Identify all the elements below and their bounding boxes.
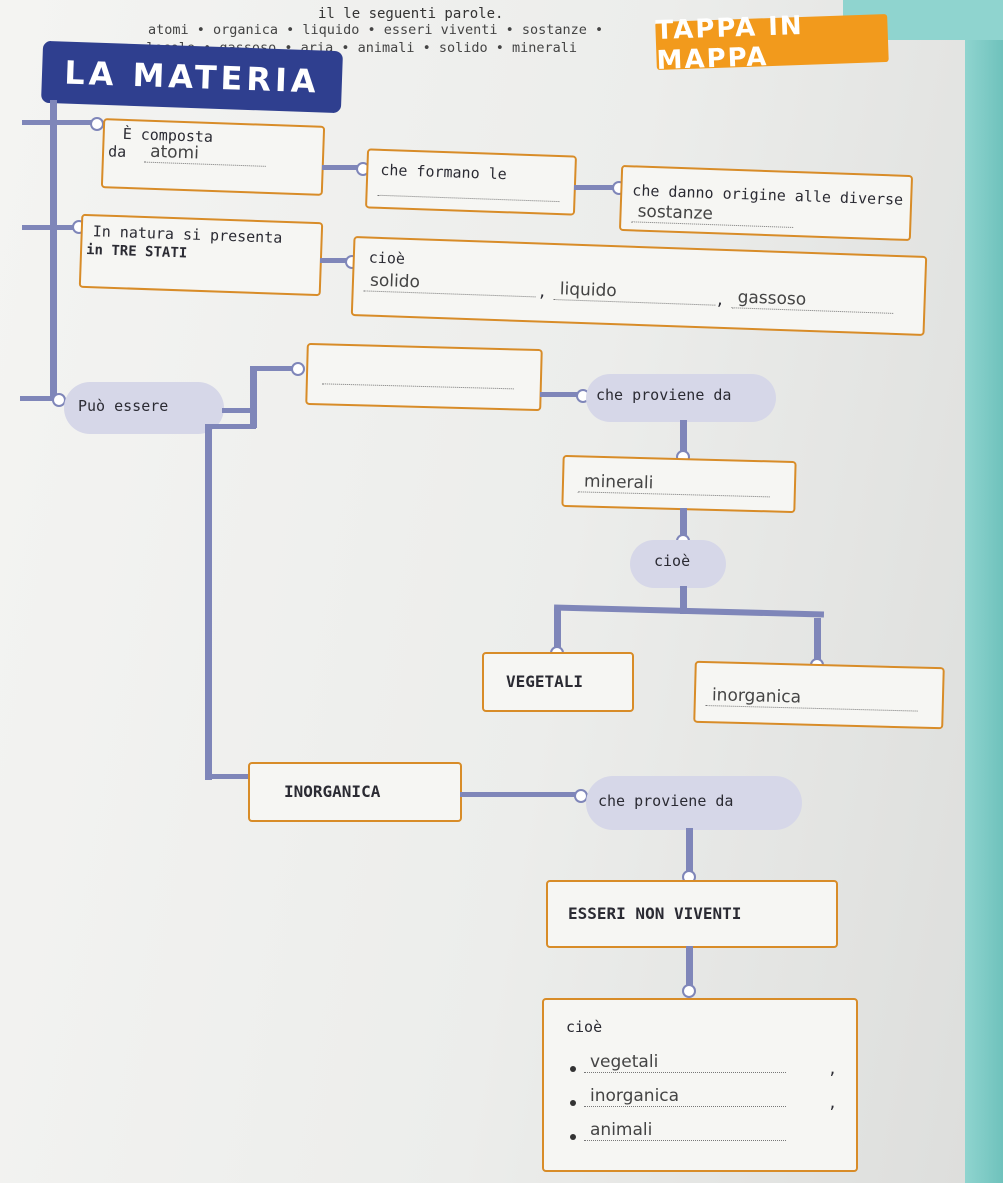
- list-bullet: [570, 1066, 576, 1072]
- connector: [22, 225, 92, 230]
- box-inorganica: INORGANICA: [248, 762, 462, 822]
- tre-stati-label: in TRE STATI: [85, 241, 188, 262]
- answer-inorganica: inorganica: [705, 685, 919, 712]
- answer-liquido: liquido: [553, 279, 717, 306]
- connector: [320, 258, 350, 263]
- connector: [20, 396, 60, 401]
- proviene-label: che proviene da: [596, 386, 732, 404]
- box-formano: che formano le: [365, 148, 577, 216]
- list-answer-2: inorganica: [584, 1086, 786, 1107]
- answer-blank: [377, 180, 560, 203]
- answer-minerali: minerali: [577, 471, 771, 498]
- answer-sostanze: sostanze: [631, 201, 794, 228]
- list-answer-1: vegetali: [584, 1052, 786, 1073]
- inorganica-label: INORGANICA: [284, 782, 381, 801]
- esseri-non-viventi-label: ESSERI NON VIVENTI: [568, 904, 742, 923]
- connector: [554, 610, 561, 650]
- box-cioe-list: cioè vegetali , inorganica , animali: [542, 998, 858, 1172]
- list-bullet: [570, 1100, 576, 1106]
- comma: ,: [828, 1094, 838, 1112]
- connector: [686, 828, 693, 876]
- box-animali: inorganica: [693, 660, 945, 730]
- cioe-label: cioè: [368, 248, 406, 268]
- instruction-text: il le seguenti parole.: [318, 6, 504, 22]
- pill-cioe-2: cioè: [630, 540, 726, 588]
- connector: [680, 586, 687, 614]
- connector-trunk-branch: [205, 424, 212, 780]
- connector: [680, 420, 687, 456]
- connector: [814, 618, 821, 662]
- answer-solido: solido: [363, 270, 537, 298]
- answer-blank: [321, 369, 515, 390]
- comma: ,: [715, 290, 725, 309]
- box-stati: cioè solido , liquido , gassoso: [350, 236, 928, 336]
- connector-trunk-left: [50, 100, 57, 400]
- connector: [553, 604, 825, 618]
- connector: [540, 392, 580, 397]
- answer-atomi: atomi: [143, 141, 267, 167]
- page-title: LA MATERIA: [41, 40, 343, 114]
- box-minerali: minerali: [561, 454, 797, 514]
- connector: [574, 185, 618, 190]
- da-label: da: [107, 142, 127, 161]
- comma: ,: [537, 282, 548, 301]
- connector-node: [682, 984, 696, 998]
- connector: [686, 946, 693, 990]
- connector: [322, 165, 362, 170]
- connector: [205, 774, 265, 779]
- word-bank-line-1: atomi • organica • liquido • esseri vive…: [148, 22, 604, 38]
- connector: [22, 120, 92, 125]
- box-vegetali: VEGETALI: [482, 652, 634, 712]
- pill-proviene-da-2: che proviene da: [586, 776, 802, 830]
- cioe-label: cioè: [566, 1018, 603, 1036]
- page-title-text: LA MATERIA: [63, 53, 321, 101]
- connector: [460, 792, 580, 797]
- box-danno: che danno origine alle diverse sostanze: [618, 164, 914, 242]
- box-natura: In natura si presenta in TRE STATI: [78, 213, 324, 297]
- connector: [250, 368, 257, 428]
- puo-essere-label: Può essere: [78, 397, 169, 415]
- formano-label: che formano le: [380, 160, 508, 184]
- vegetali-label: VEGETALI: [506, 672, 584, 691]
- box-organica-blank: [305, 342, 543, 412]
- cioe-label: cioè: [654, 552, 691, 570]
- box-composta: È composta da atomi: [100, 118, 326, 196]
- connector: [680, 508, 687, 538]
- connector: [206, 424, 256, 429]
- connector-node: [291, 362, 305, 376]
- tappa-in-mappa-label: TAPPA IN MAPPA: [655, 11, 889, 76]
- list-answer-3: animali: [584, 1120, 786, 1141]
- pill-puo-essere: Può essere: [64, 382, 224, 434]
- pill-proviene-da-1: che proviene da: [586, 374, 776, 422]
- comma: ,: [828, 1060, 838, 1078]
- answer-gassoso: gassoso: [731, 287, 894, 314]
- box-esseri-non-viventi: ESSERI NON VIVENTI: [546, 880, 838, 948]
- page-edge-band: [965, 0, 1003, 1183]
- proviene-label: che proviene da: [598, 792, 734, 810]
- connector: [250, 366, 298, 371]
- connector: [222, 408, 256, 413]
- list-bullet: [570, 1134, 576, 1140]
